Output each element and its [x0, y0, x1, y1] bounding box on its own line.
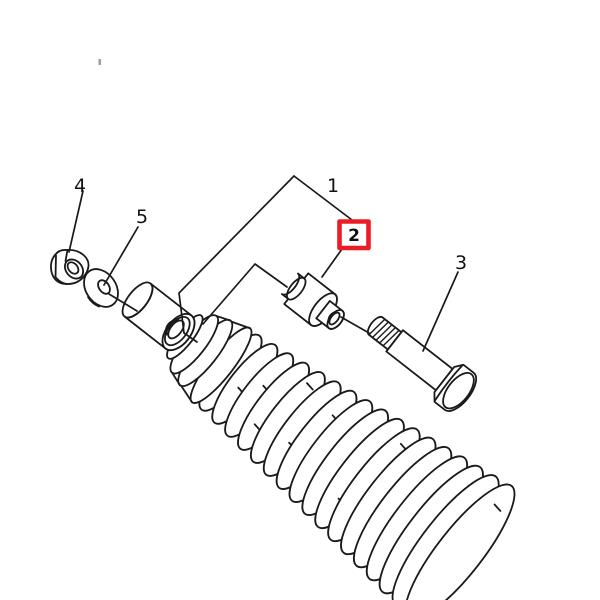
part-label-1[interactable]: 1 — [327, 175, 339, 197]
axis-line-bushing-to-bolt — [340, 316, 370, 334]
washer-drawing — [83, 268, 119, 308]
leader-line-2 — [321, 248, 343, 278]
part-label-4[interactable]: 4 — [74, 175, 86, 197]
bracket-line-1-left — [178, 175, 295, 343]
part-label-3[interactable]: 3 — [455, 252, 467, 274]
bushing-drawing — [281, 272, 345, 330]
leader-line-3 — [422, 271, 459, 352]
scan-artifact-dash — [98, 59, 101, 65]
part-label-5[interactable]: 5 — [136, 206, 148, 228]
eye-end-cap — [121, 281, 154, 319]
leader-lines — [68, 175, 459, 352]
axis-line-washer-to-eye — [108, 293, 138, 312]
top-mount-eye — [121, 281, 196, 352]
bracket-line-1-right — [293, 175, 353, 221]
shock-absorber-body — [121, 281, 516, 600]
callout-labels: 1 3 4 5 2 — [74, 175, 467, 274]
leader-line-5 — [103, 226, 139, 286]
part-label-2[interactable]: 2 — [348, 226, 360, 246]
nut-drawing — [50, 248, 90, 285]
leader-line-4 — [68, 190, 84, 253]
axis-line-eye-to-bushing — [202, 263, 288, 325]
selected-part-callout[interactable]: 2 — [337, 219, 371, 251]
bolt-drawing — [366, 316, 477, 412]
coil-spring — [198, 333, 516, 600]
shock-absorber-exploded-drawing: 1 3 4 5 2 — [50, 59, 516, 600]
selected-part-highlight-box[interactable] — [337, 219, 371, 251]
